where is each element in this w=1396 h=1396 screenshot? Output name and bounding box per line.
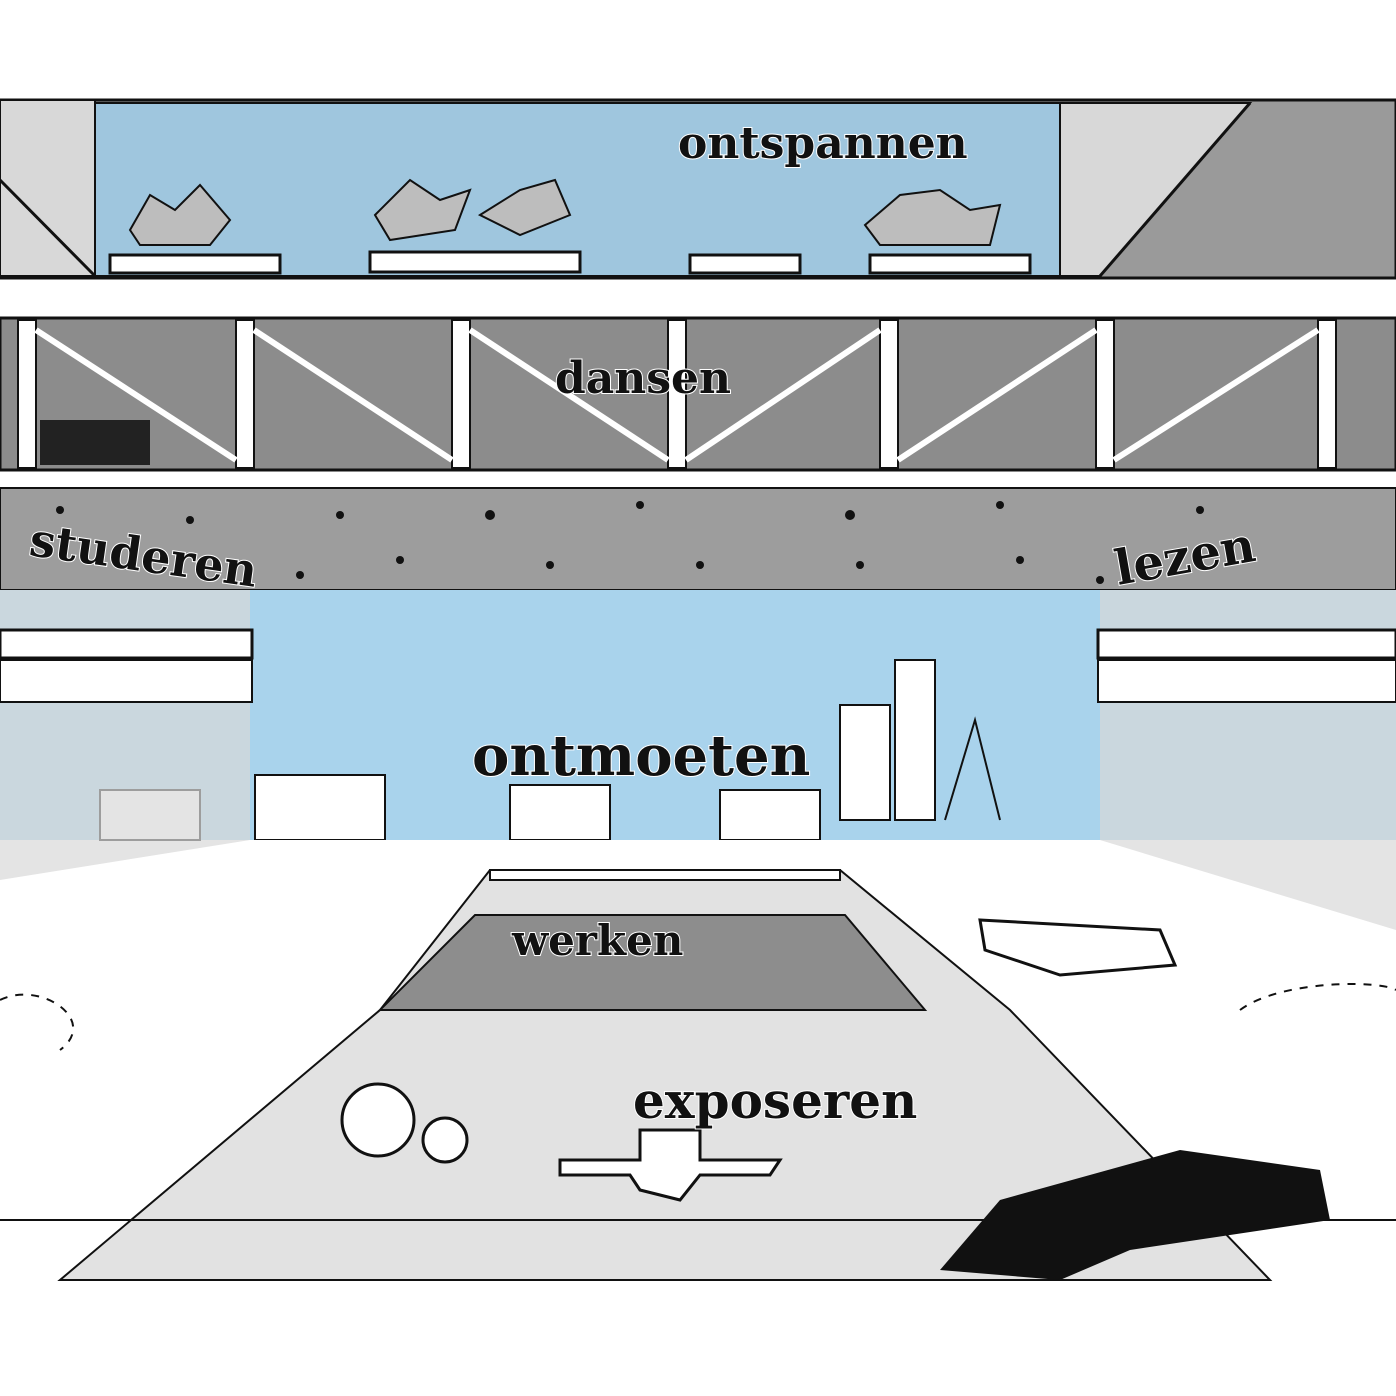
side-mezzanines [0, 590, 1396, 960]
label-ontmoeten: ontmoeten [472, 723, 810, 789]
escalator [940, 1150, 1330, 1280]
work-floor-pit [377, 914, 928, 1011]
apple-sculpture [340, 1082, 416, 1158]
ground-floor [0, 840, 1396, 1281]
label-dansen: dansen [555, 353, 731, 404]
second-floor-dance [0, 316, 1396, 472]
label-exposeren: exposeren [633, 1071, 917, 1130]
exhibit-table [558, 1128, 783, 1202]
label-ontspannen: ontspannen [678, 118, 968, 169]
top-floor-relax [0, 98, 1396, 280]
label-werken: werken [511, 916, 683, 965]
ceiling-band [0, 487, 1396, 591]
